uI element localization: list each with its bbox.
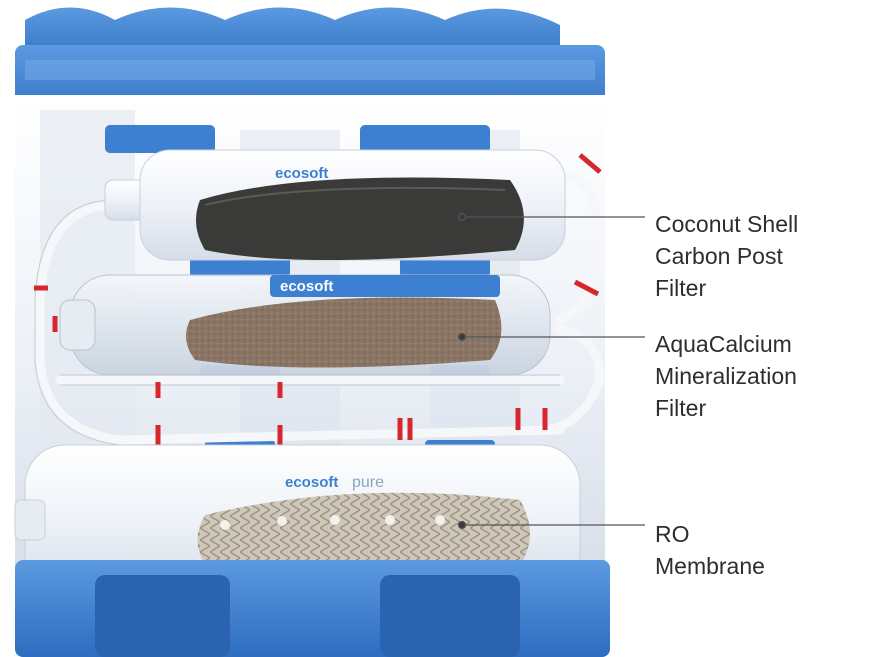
callout-line: Mineralization <box>655 363 797 389</box>
callout-line: Filter <box>655 395 707 421</box>
ro-membrane-model: pure <box>352 474 384 491</box>
red-fittings <box>34 153 602 445</box>
callout-line: Coconut Shell <box>655 211 799 237</box>
mineral-filter-brand: ecosoft <box>280 278 333 295</box>
callout-line: RO <box>655 521 690 547</box>
callout-ro-membrane: RO Membrane <box>655 518 765 582</box>
leader-lines <box>457 212 645 530</box>
carbon-filter-housing <box>104 149 566 261</box>
callout-line: Carbon Post <box>655 243 783 269</box>
ro-membrane-brand: ecosoft <box>285 474 338 491</box>
callout-line: AquaCalcium <box>655 331 792 357</box>
leader-dot-carbon <box>457 212 467 222</box>
callout-line: Membrane <box>655 553 765 579</box>
callout-carbon-filter: Coconut Shell Carbon Post Filter <box>655 208 798 304</box>
leader-dot-membrane <box>457 520 467 530</box>
mineral-filter-housing <box>59 274 551 376</box>
carbon-filter-brand: ecosoft <box>275 165 328 182</box>
leader-dot-mineral <box>457 332 467 342</box>
callout-mineral-filter: AquaCalcium Mineralization Filter <box>655 328 797 424</box>
bottom-blue-base <box>15 560 610 657</box>
callout-line: Filter <box>655 275 707 301</box>
